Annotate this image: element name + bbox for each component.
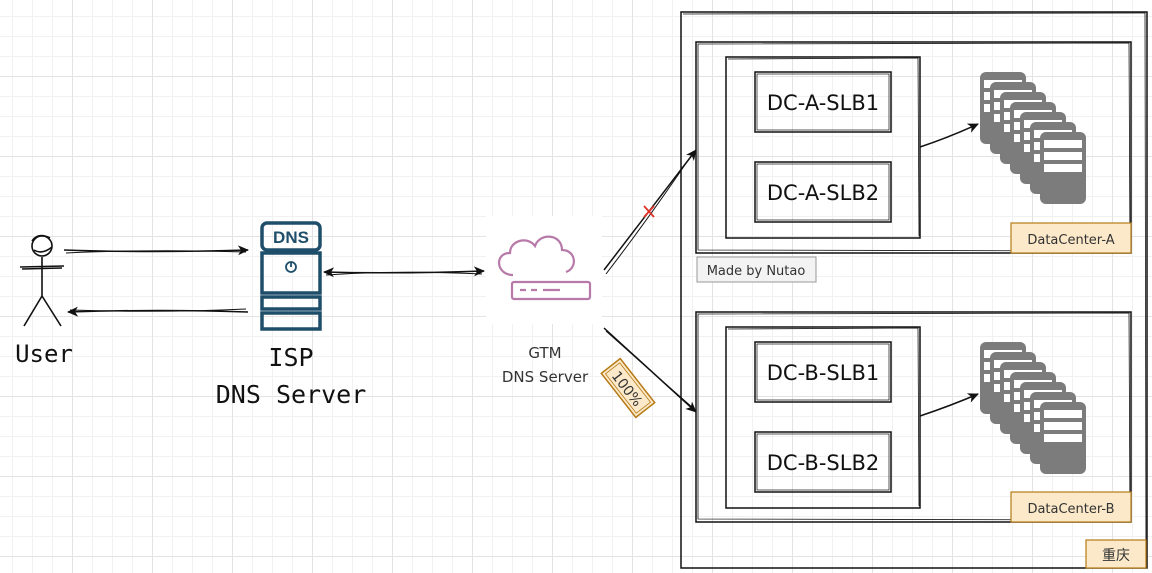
region-tag: [1085, 539, 1147, 569]
isp-to-user-arrow: [67, 306, 249, 317]
isp-label: ISP: [268, 343, 313, 372]
traffic-weight-tag: 100%: [600, 357, 656, 419]
gtm-label: GTM: [528, 344, 561, 362]
user-to-isp-arrow: [63, 245, 249, 256]
gtm-backdrop: [486, 216, 602, 324]
dc-a-slb1-label: DC-A-SLB1: [767, 91, 879, 115]
dc-b-slb1-label: DC-B-SLB1: [767, 361, 879, 385]
datacenter-a-label: DataCenter-A: [1027, 233, 1114, 248]
datacenter-a-tag: [1010, 222, 1132, 254]
dc-a-slb2-label: DC-A-SLB2: [767, 181, 879, 205]
dc-a-to-servers-arrow: [919, 123, 979, 148]
dc-a-slb2-box: [754, 161, 892, 223]
gtm-to-dc-b-arrow: [603, 327, 697, 413]
user-label: User: [15, 340, 73, 368]
failed-link-icon: [643, 205, 655, 218]
dc-b-slb1-box: [754, 341, 892, 403]
region-box: [680, 11, 1148, 569]
dc-b-slb2-box: [754, 431, 892, 493]
isp-gtm-arrow: [323, 266, 485, 278]
datacenter-b-tag: [1010, 491, 1132, 523]
dc-a-server-stack-icon: [980, 72, 1086, 204]
watermark-box: [696, 256, 817, 283]
dc-b-to-servers-arrow: [919, 393, 979, 417]
dns-server-icon: DNS: [260, 221, 322, 331]
datacenter-b-label: DataCenter-B: [1027, 502, 1114, 517]
isp-dns-server-label: DNS Server: [216, 380, 367, 409]
dc-b-slb2-label: DC-B-SLB2: [767, 451, 879, 475]
user-actor: [19, 234, 65, 327]
dc-b-server-stack-icon: [980, 342, 1086, 474]
cloud-router-icon: [498, 235, 592, 301]
dns-badge: DNS: [273, 228, 309, 247]
gtm-dns-server-label: DNS Server: [502, 368, 589, 386]
region-label: 重庆: [1102, 548, 1130, 564]
dc-a-slb1-box: [754, 71, 892, 133]
watermark-label: Made by Nutao: [707, 264, 806, 279]
